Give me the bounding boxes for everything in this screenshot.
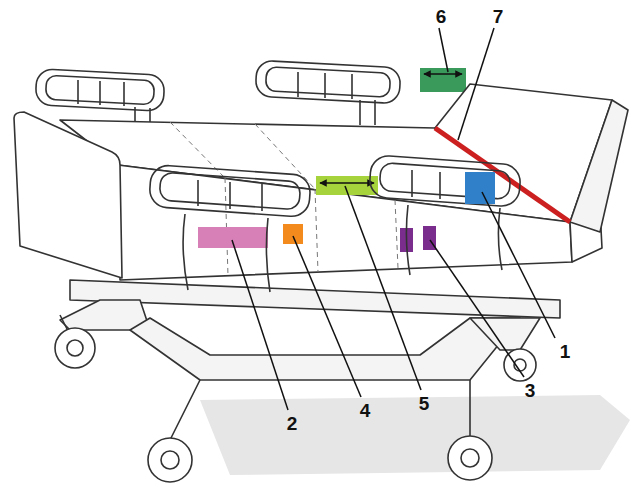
callout-number: 7: [493, 7, 504, 26]
callout-number: 1: [560, 342, 571, 361]
callout-number: 3: [525, 381, 536, 400]
callout-number: 5: [419, 394, 430, 413]
callout-number: 4: [360, 401, 371, 420]
callout-number: 2: [287, 414, 298, 433]
callout-number: 6: [436, 7, 447, 26]
